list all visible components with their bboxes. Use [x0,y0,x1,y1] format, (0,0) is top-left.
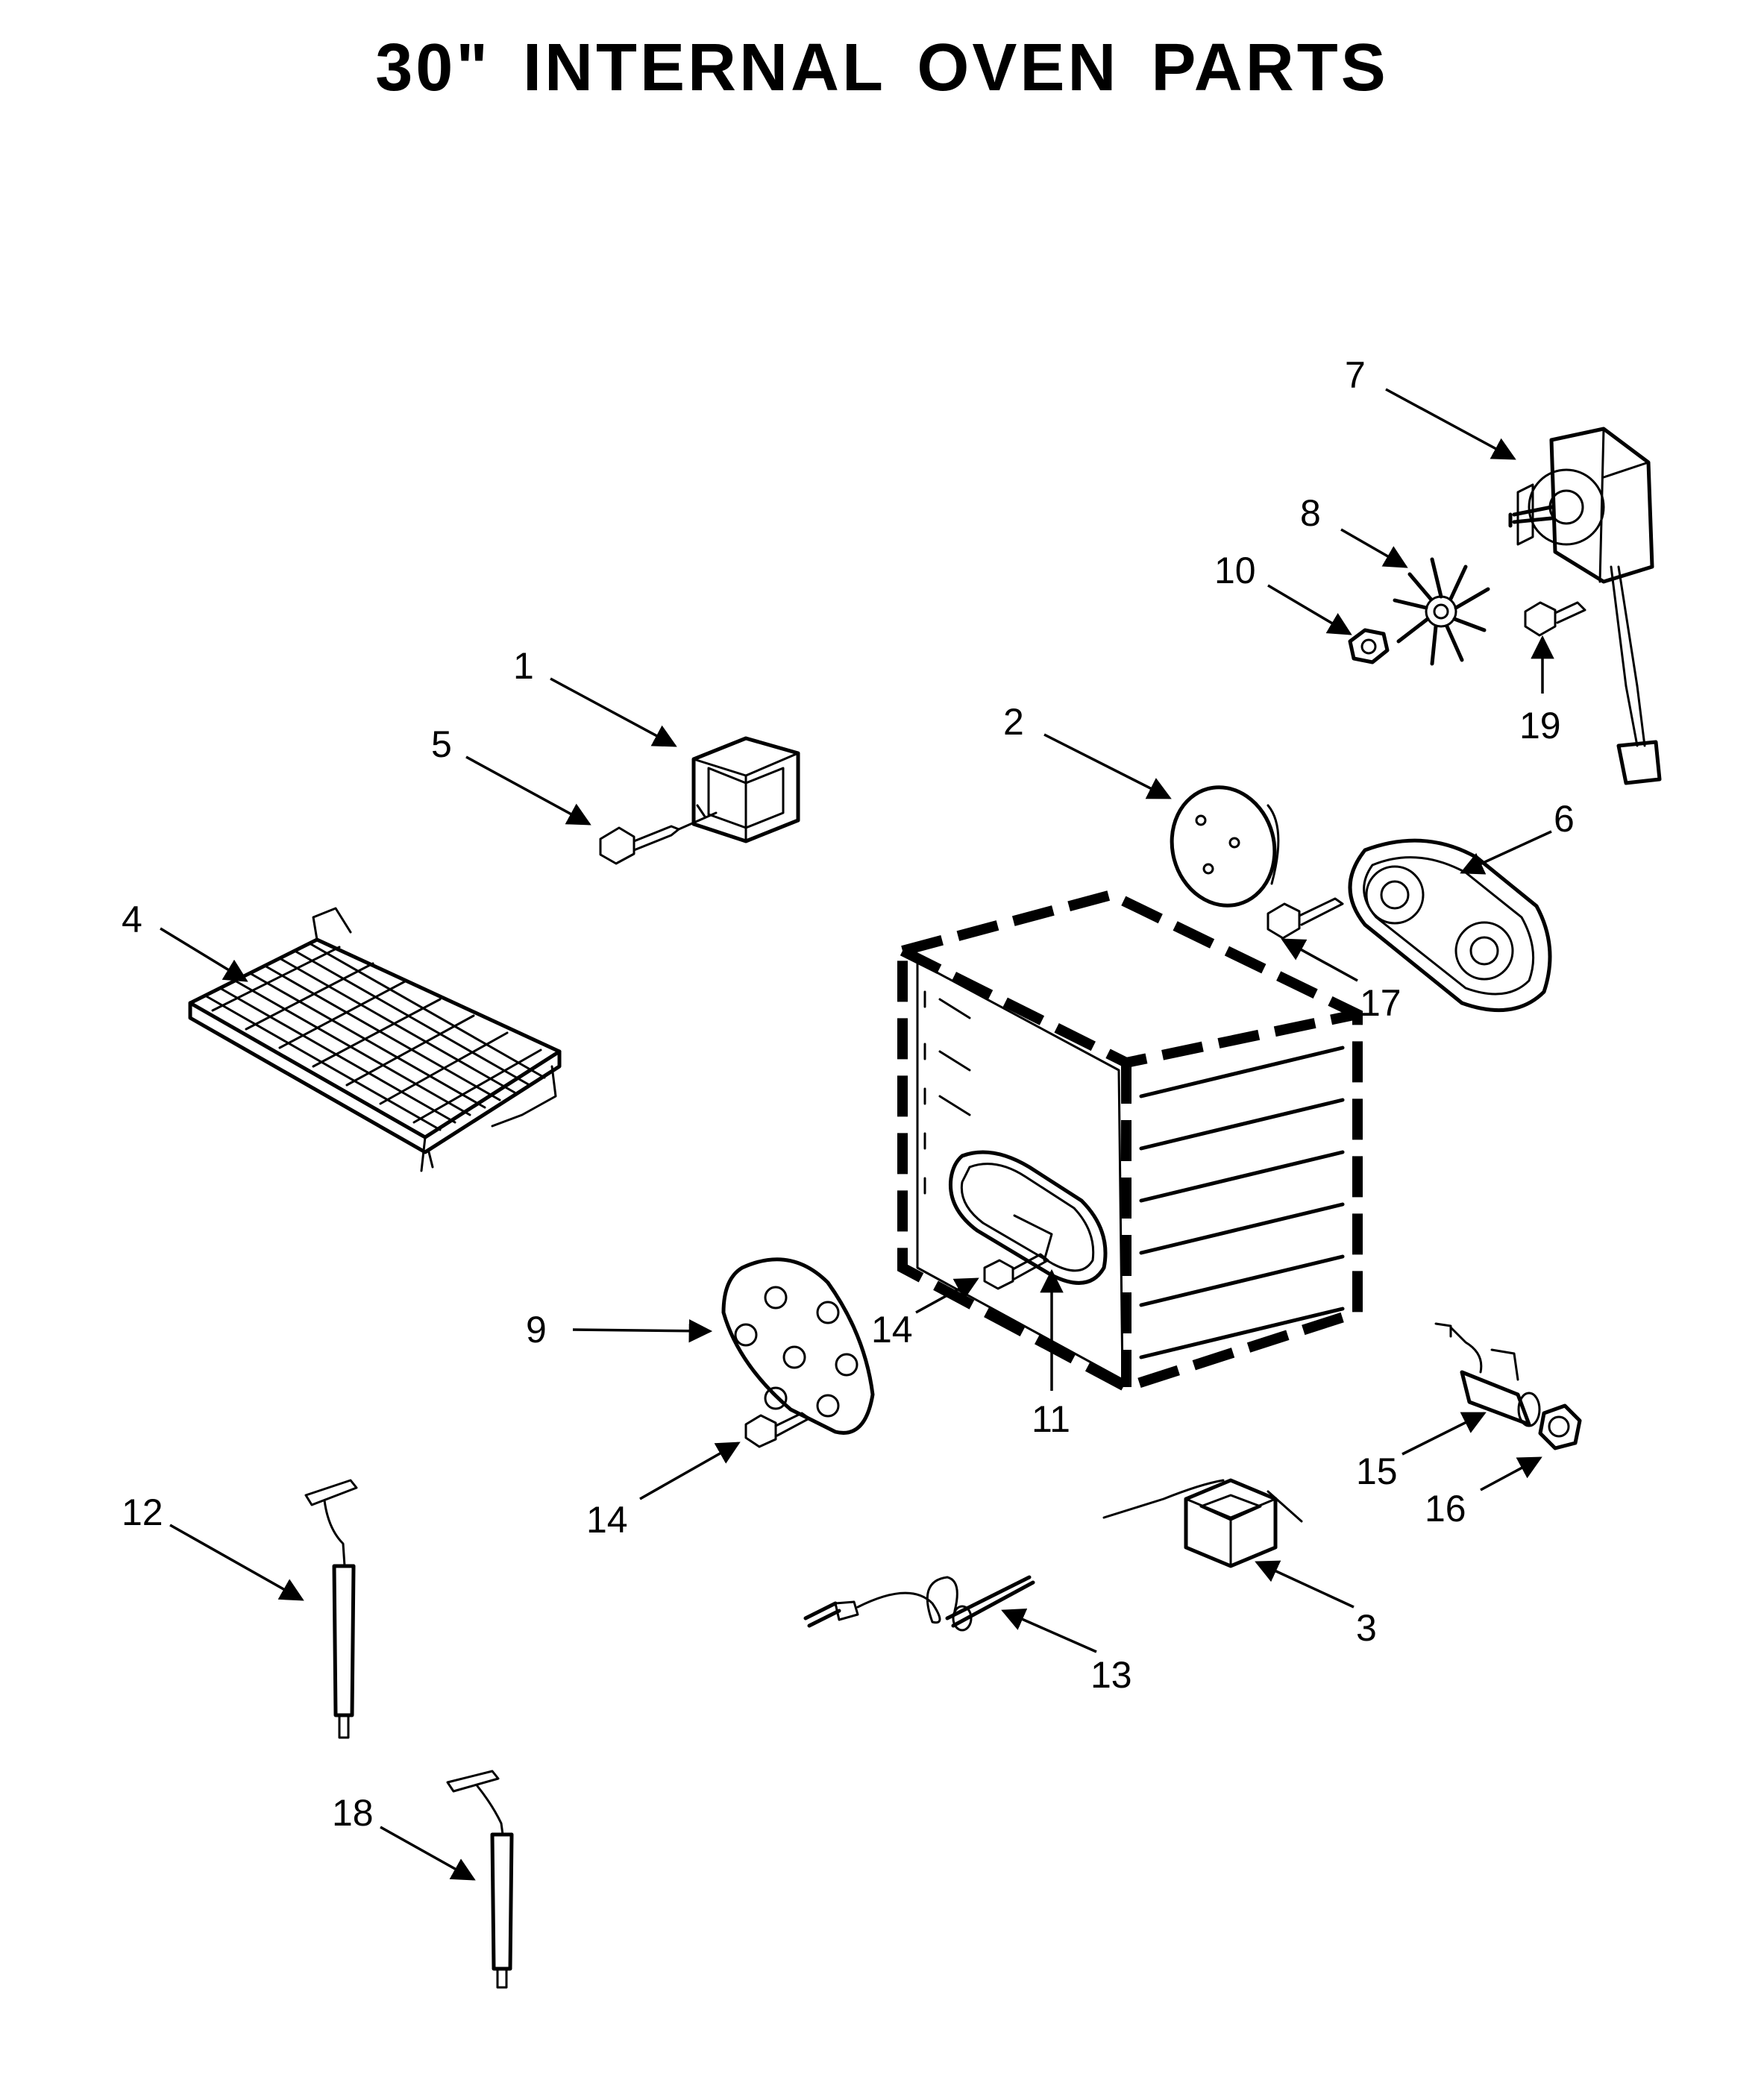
callout-7: 7 [1345,354,1366,396]
part-1-bracket [691,736,800,843]
part-17-screw [1266,897,1344,940]
part-7-convection-motor [1508,427,1662,785]
callout-5: 5 [431,723,452,765]
callout-10: 10 [1214,550,1256,591]
part-6-convection-cover [1348,838,1552,1013]
part-11-bake-element [948,1150,1108,1285]
part-12-oven-sensor [304,1479,358,1739]
callout-8: 8 [1300,492,1321,534]
callout-13: 13 [1090,1654,1132,1696]
part-4-oven-rack [188,907,562,1172]
part-10-nut [1348,628,1390,664]
callout-9: 9 [526,1309,547,1351]
page-title: 30" INTERNAL OVEN PARTS [375,31,1389,105]
callout-17: 17 [1360,982,1402,1024]
part-19-screw [1524,601,1586,637]
callout-3: 3 [1356,1607,1377,1649]
callout-labels: 1 5 4 2 6 17 7 8 10 19 14 11 9 14 15 16 … [122,354,1575,1834]
callout-2: 2 [1003,701,1024,743]
callout-6: 6 [1554,798,1575,840]
part-2-round-cover [1170,785,1280,908]
leader-lines [160,388,1554,1881]
callout-1: 1 [513,645,534,687]
part-16-nut [1538,1403,1582,1450]
part-3-limit-switch [1102,1478,1303,1568]
callout-14-lower: 14 [586,1499,628,1541]
part-14-screw-upper [983,1253,1049,1290]
callout-19: 19 [1519,705,1561,746]
part-18-igniter [446,1770,514,1989]
part-15-thermal-fuse [1434,1322,1541,1427]
part-14-screw-lower [744,1412,811,1448]
callout-11: 11 [1032,1398,1070,1440]
callout-15: 15 [1356,1450,1398,1492]
callout-12: 12 [122,1491,163,1533]
part-5-screw [599,804,718,865]
oven-cavity [897,889,1363,1393]
part-9-rear-plate [721,1257,875,1435]
part-8-fan-blade [1393,557,1490,666]
callout-18: 18 [332,1792,374,1834]
callout-14-upper: 14 [871,1309,913,1351]
part-13-meat-probe [803,1575,1035,1632]
callout-4: 4 [122,899,142,940]
callout-16: 16 [1425,1488,1466,1530]
